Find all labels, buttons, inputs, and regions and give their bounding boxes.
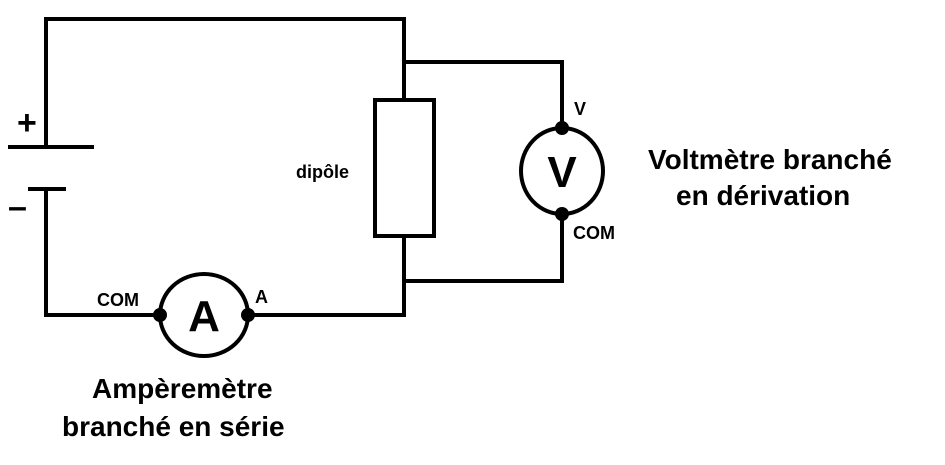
battery-minus-sign: – — [8, 188, 27, 226]
voltmeter-caption-line1: Voltmètre branché — [648, 144, 892, 175]
ammeter-caption: Ampèremètre branché en série — [62, 373, 285, 442]
battery: + – — [8, 104, 94, 226]
voltmeter-caption-line2: en dérivation — [676, 180, 850, 211]
voltmeter-terminal-com — [555, 207, 569, 221]
voltmeter: V V COM — [519, 99, 615, 243]
ammeter-terminal-a — [241, 308, 255, 322]
voltmeter-terminal-com-label: COM — [573, 223, 615, 243]
ammeter-caption-line2: branché en série — [62, 411, 285, 442]
voltmeter-symbol: V — [547, 148, 577, 197]
voltmeter-caption: Voltmètre branché en dérivation — [648, 144, 892, 211]
dipole-box — [373, 98, 436, 238]
circuit-wires — [44, 17, 564, 317]
ammeter-symbol: A — [188, 292, 220, 341]
ammeter-terminal-com — [153, 308, 167, 322]
ammeter-caption-line1: Ampèremètre — [92, 373, 273, 404]
ammeter: A COM A — [97, 272, 268, 358]
ammeter-terminal-com-label: COM — [97, 290, 139, 310]
voltmeter-terminal-v-label: V — [574, 99, 586, 119]
dipole: dipôle — [296, 98, 436, 238]
dipole-label: dipôle — [296, 162, 349, 182]
voltmeter-terminal-v — [555, 121, 569, 135]
ammeter-terminal-a-label: A — [255, 287, 268, 307]
battery-plus-sign: + — [17, 104, 37, 142]
